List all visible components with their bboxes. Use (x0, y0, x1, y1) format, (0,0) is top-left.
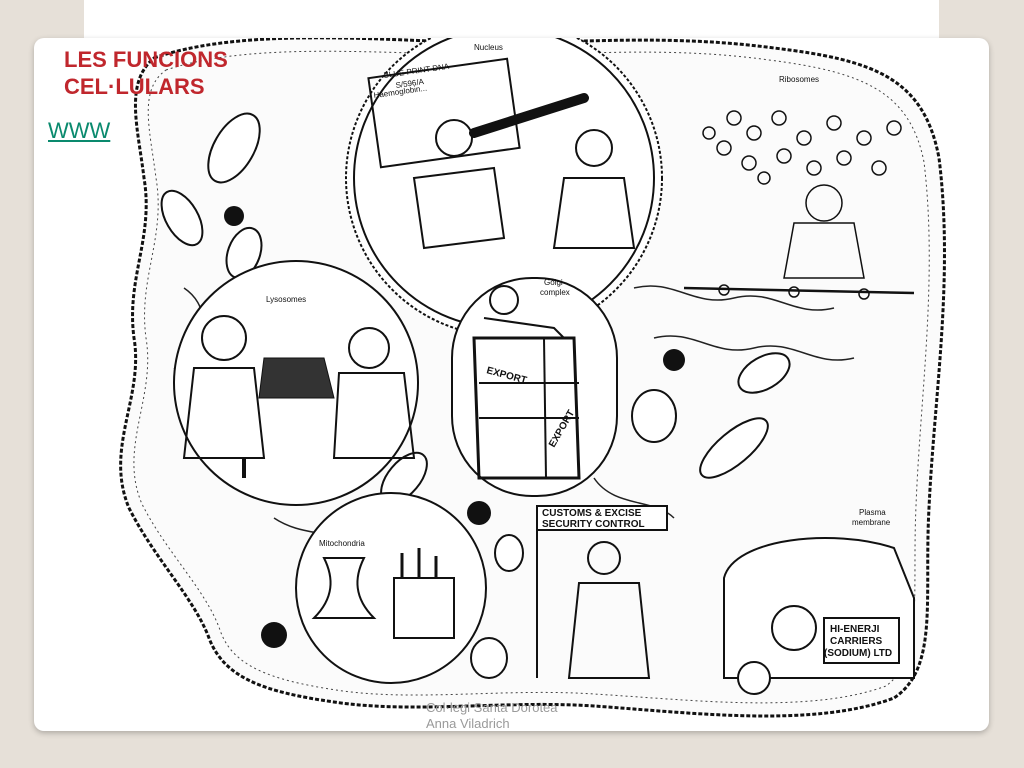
mitochondria-label: Mitochondria (319, 539, 365, 548)
cell-illustration: Nucleus BLUE PRINT DNA S/596/A Haemoglob… (119, 38, 946, 718)
slide-title: LES FUNCIONS CEL·LULARS (64, 46, 228, 100)
plasma-membrane-panel: CUSTOMS & EXCISE SECURITY CONTROL HI-ENE… (536, 505, 915, 695)
vesicles (224, 206, 685, 648)
mitochondria-panel (295, 492, 487, 684)
lysosomes-label: Lysosomes (266, 295, 306, 304)
mitochondria-scattered (160, 112, 791, 679)
slide-footer: Col·legi Santa Dorotea Anna Viladrich (426, 700, 558, 731)
lysosomes-panel (173, 260, 419, 506)
truck-label-line1: HI-ENERJI (830, 624, 880, 635)
footer-author: Anna Viladrich (426, 716, 510, 731)
dna-blueprint-line2: S/596/A (395, 77, 425, 90)
golgi-complex-panel: EXPORT EXPORT (451, 277, 618, 497)
top-background-band (84, 0, 939, 38)
plasma-membrane-label-line1: Plasma (859, 508, 886, 517)
footer-school: Col·legi Santa Dorotea (426, 700, 558, 715)
customs-sign-line2: SECURITY CONTROL (542, 519, 645, 530)
cell-membrane-inner (133, 50, 930, 704)
slide-title-line1: LES FUNCIONS (64, 47, 228, 72)
slide: Nucleus BLUE PRINT DNA S/596/A Haemoglob… (34, 38, 989, 731)
nucleus-panel: Nucleus BLUE PRINT DNA S/596/A Haemoglob… (345, 38, 663, 337)
nucleus-label: Nucleus (474, 43, 503, 52)
golgi-label-line2: complex (540, 288, 570, 297)
truck-label-line2: CARRIERS (830, 636, 883, 647)
golgi-label-line1: Golgi (544, 278, 563, 287)
truck-label-line3: (SODIUM) LTD (824, 648, 892, 659)
www-link[interactable]: WWW (46, 118, 113, 144)
ribosomes-label: Ribosomes (779, 75, 819, 84)
slide-title-line2: CEL·LULARS (64, 74, 205, 99)
ribosomes-panel (683, 110, 915, 300)
plasma-membrane-label-line2: membrane (852, 518, 891, 527)
customs-sign-line1: CUSTOMS & EXCISE (542, 508, 642, 519)
